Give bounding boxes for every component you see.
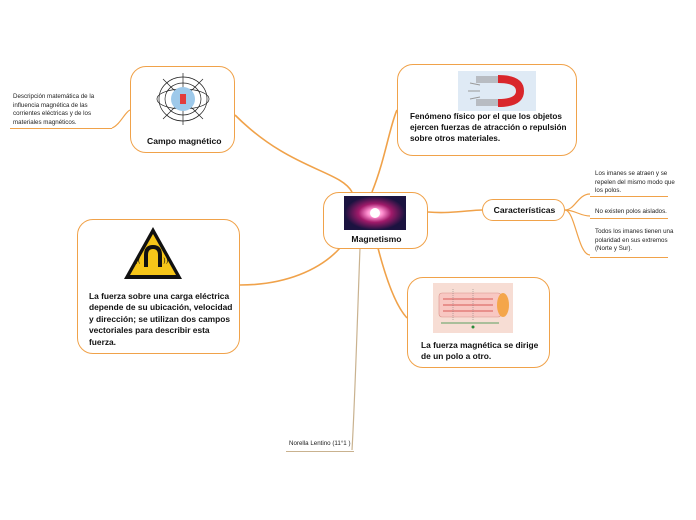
magnetismo-label: Magnetismo [351, 234, 402, 244]
magnetic-flux-tube-image [433, 283, 513, 333]
magnetismo-node[interactable]: Magnetismo [323, 192, 428, 249]
caracteristica-item-1: Los imanes se atraen y se repelen del mi… [595, 170, 675, 195]
fuerza-magnetica-label: La fuerza magnética se dirige de un polo… [421, 340, 539, 361]
author-label: Norella Lentino (11°1 ) [289, 440, 351, 447]
svg-text:)): )) [163, 257, 169, 265]
fenomeno-label: Fenómeno físico por el que los objetos e… [410, 112, 567, 143]
fuerza-electrica-node[interactable]: (( )) La fuerza sobre una carga eléctric… [77, 219, 240, 354]
caracteristicas-label: Características [493, 205, 556, 215]
magnetic-field-warning-sign: (( )) [124, 227, 182, 279]
caracteristica-item-2: No existen polos aislados. [595, 208, 667, 215]
caracteristica-item-3-underline [590, 257, 668, 258]
caracteristica-item-3: Todos los imanes tienen una polaridad en… [595, 228, 674, 253]
author-underline [286, 451, 354, 452]
glowing-sphere-image [344, 196, 406, 230]
caracteristica-item-1-underline [590, 196, 668, 197]
campo-magnetico-node[interactable]: Campo magnético [130, 66, 235, 153]
campo-description: Descripción matemática de la influencia … [13, 93, 95, 126]
caracteristicas-node[interactable]: Características [482, 199, 565, 221]
fenomeno-node[interactable]: Fenómeno físico por el que los objetos e… [397, 64, 577, 156]
fuerza-magnetica-node[interactable]: La fuerza magnética se dirige de un polo… [407, 277, 550, 368]
horseshoe-magnet-image [458, 71, 536, 111]
svg-text:((: (( [135, 257, 141, 265]
fuerza-electrica-label: La fuerza sobre una carga eléctrica depe… [89, 291, 233, 347]
caracteristica-item-2-underline [590, 218, 668, 219]
magnetic-field-image [156, 73, 210, 125]
campo-description-underline [10, 128, 112, 129]
campo-magnetico-label: Campo magnético [147, 136, 222, 146]
